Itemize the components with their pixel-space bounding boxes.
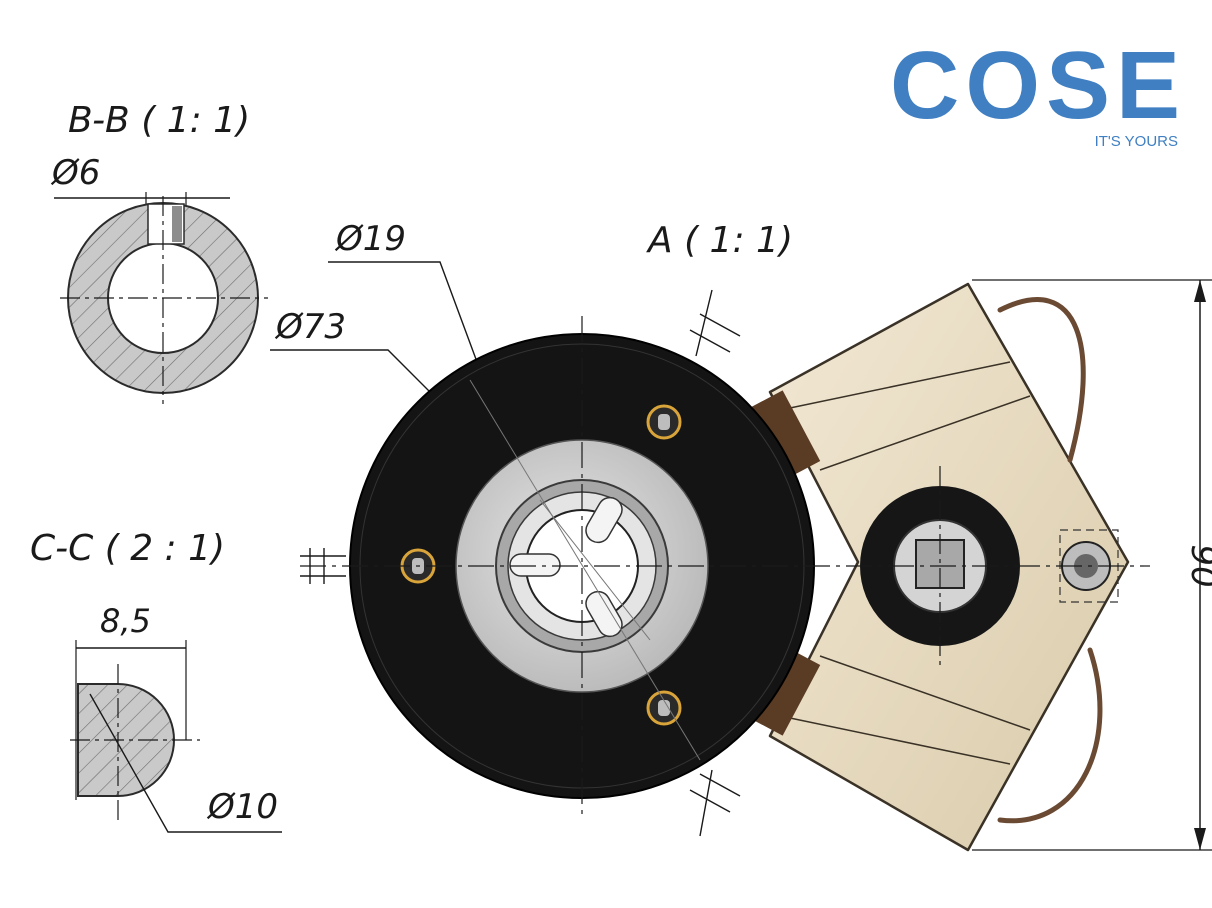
view-a-outer-diameter: Ø73 [274, 307, 346, 347]
bb-bore-shadow [172, 206, 182, 242]
view-cc-diameter: Ø10 [206, 787, 278, 827]
view-a-height: 90 [1183, 544, 1212, 587]
section-marker-bottom [689, 769, 741, 837]
height-arrow-bottom [1194, 828, 1206, 850]
view-cc-title: C-C ( 2 : 1) [30, 528, 225, 569]
logo: COSE IT'S YOURS [890, 32, 1186, 150]
a-leader-outer [270, 349, 431, 393]
slot-bottom [585, 590, 623, 638]
connector-core [1074, 554, 1098, 578]
bracket-fold-line [789, 717, 1011, 765]
screw-bottom-head [658, 700, 670, 716]
wire-bottom [997, 647, 1103, 824]
main-view-a: A ( 1: 1) Ø19 Ø73 [270, 219, 1212, 852]
cc-leader-line [89, 693, 282, 833]
logo-tagline: IT'S YOURS [1095, 133, 1178, 150]
view-bb-title: B-B ( 1: 1) [68, 100, 250, 141]
section-marker-left [300, 548, 346, 584]
logo-text: COSE [890, 32, 1186, 139]
view-a-title: A ( 1: 1) [646, 220, 793, 261]
section-view-cc: C-C ( 2 : 1) 8,5 Ø10 [30, 528, 282, 833]
view-cc-width: 8,5 [100, 602, 151, 640]
bracket-pad-top [743, 390, 821, 482]
screw-top-head [658, 414, 670, 430]
construction-line [469, 379, 701, 761]
wire-top [997, 297, 1086, 463]
cc-shaft-section [77, 683, 175, 797]
slot-left [509, 553, 561, 577]
view-bb-dimension: Ø6 [50, 153, 100, 193]
height-arrow-top [1194, 280, 1206, 302]
bracket-fold-line [819, 655, 1031, 731]
section-marker-top [689, 289, 741, 357]
bracket-fold-line [789, 361, 1011, 409]
section-view-bb: B-B ( 1: 1) Ø6 [50, 100, 268, 404]
bracket-fold-line [819, 395, 1031, 471]
view-a-inner-diameter: Ø19 [334, 219, 406, 259]
slot-top [585, 496, 623, 544]
construction-line [539, 499, 651, 641]
